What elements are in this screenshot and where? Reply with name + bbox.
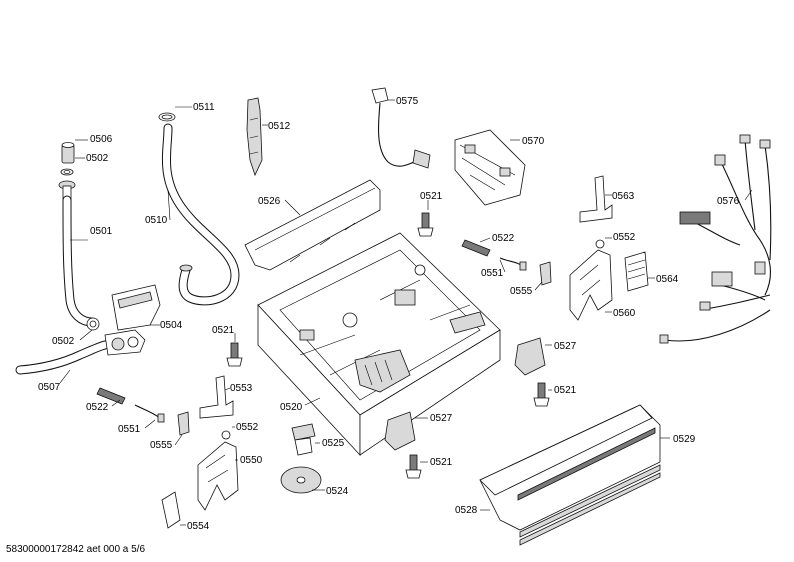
label-0502: 0502 [52,336,75,347]
label-0550: 0550 [240,455,263,466]
label-0527: 0527 [554,341,577,352]
label-0575: 0575 [396,96,419,107]
label-0564: 0564 [656,274,679,285]
label-0520: 0520 [280,402,303,413]
document-id-footer: 58300000172842 aet 000 a 5/6 [6,544,145,555]
part-0520-base-tray [257,232,501,457]
label-0563: 0563 [612,191,635,202]
part-0551-wire-right [499,257,527,271]
part-0521-screw-bottom [405,454,422,479]
label-0522: 0522 [86,402,109,413]
label-0527: 0527 [430,413,453,424]
part-0564-connector [624,251,649,292]
label-0504: 0504 [160,320,183,331]
label-0552: 0552 [236,422,259,433]
part-0522-sensor-left [96,387,126,405]
label-0521: 0521 [420,191,443,202]
label-0554: 0554 [187,521,210,532]
label-0501: 0501 [90,226,113,237]
label-0552: 0552 [613,232,636,243]
label-0555: 0555 [150,440,173,451]
part-0527-foot-left [384,411,416,451]
part-0527-foot-right [514,337,546,376]
label-0576: 0576 [717,196,740,207]
part-0575-cable [371,87,431,169]
part-0555-clip-left [177,411,190,436]
label-0510: 0510 [145,215,168,226]
label-0511: 0511 [193,102,215,113]
part-0525-switch [291,423,316,456]
part-0504-valve [104,284,161,356]
part-0502-seal-bottom [86,317,100,331]
part-0576-harness [659,134,772,344]
part-0510-drain-hose [161,123,240,306]
label-0522: 0522 [492,233,515,244]
label-0560: 0560 [613,308,636,319]
label-0521: 0521 [212,325,235,336]
label-0570: 0570 [522,136,545,147]
part-0529-plinth [479,404,661,546]
label-0551: 0551 [481,268,504,279]
label-0553: 0553 [230,383,253,394]
label-0525: 0525 [322,438,345,449]
part-0570-module [454,129,526,206]
label-0551: 0551 [118,424,141,435]
label-0521: 0521 [430,457,453,468]
part-0521-screw-top [417,212,434,237]
part-0521-screw-left [226,342,243,367]
label-0529: 0529 [673,434,696,445]
label-0502: 0502 [86,153,109,164]
part-0521-screw-right [533,382,550,407]
label-0507: 0507 [38,382,61,393]
label-0528: 0528 [455,505,478,516]
leader-lines [59,99,753,526]
label-0521: 0521 [554,385,577,396]
label-0524: 0524 [326,486,349,497]
label-0512: 0512 [268,121,291,132]
part-0550-holder [197,441,239,511]
part-0507-hose [15,340,110,375]
part-0506-cap [61,142,75,164]
part-0526-cover [244,179,381,271]
part-labels: 0506 0502 0501 0502 0507 0510 0511 0512 … [38,96,740,532]
part-0555-clip-right [539,261,552,286]
label-0526: 0526 [258,196,281,207]
part-0560-holder [569,249,613,321]
part-0551-wire-left [134,404,165,423]
label-0555: 0555 [510,286,533,297]
part-0502-seal-top [60,168,74,176]
label-0506: 0506 [90,134,113,145]
part-0501-inlet-hose [58,180,97,327]
part-0522-sensor-right [461,239,491,257]
part-0524-disc [280,466,322,494]
part-0512-bracket [246,97,263,177]
part-0553-bracket [199,375,234,419]
part-0563-bracket [579,175,613,223]
part-0511-clamp [158,112,176,122]
part-0554-clip [161,491,181,529]
part-0552-clip-left [221,430,231,440]
part-0552-clip-right [595,239,605,249]
